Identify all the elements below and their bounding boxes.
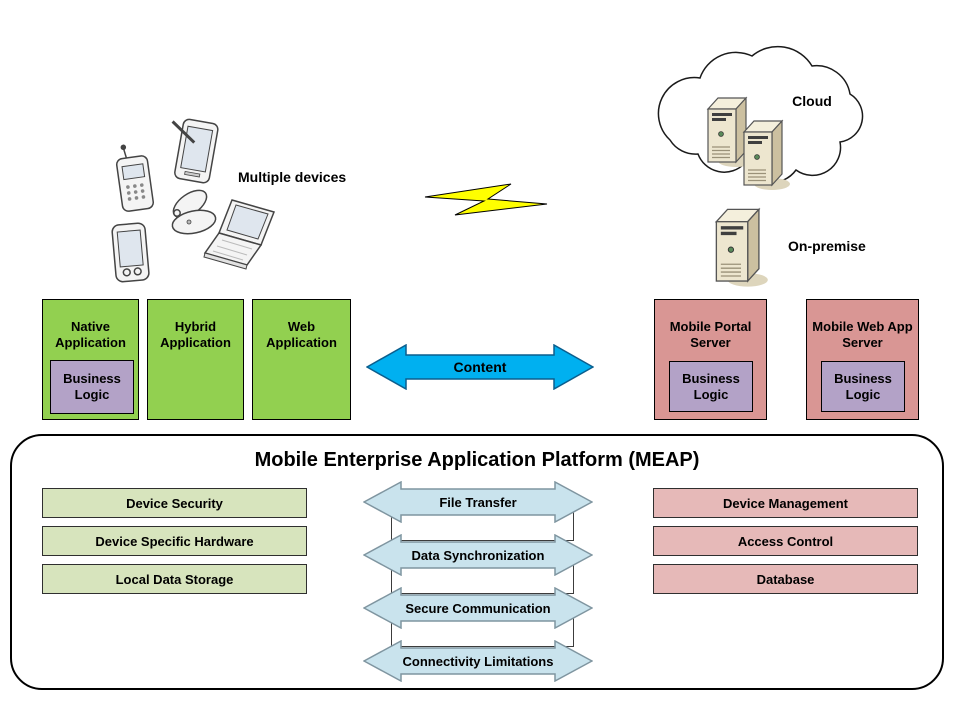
flip-phone-icon — [171, 189, 217, 235]
content-arrow-shape — [366, 344, 594, 390]
web-application-label: Web Application — [266, 319, 337, 351]
hybrid-application-box: Hybrid Application — [147, 299, 244, 420]
channel-arrow-label: Secure Communication — [405, 600, 551, 616]
capability-label: Local Data Storage — [115, 571, 234, 587]
capability-device-management: Device Management — [653, 488, 918, 518]
channel-arrow-label: Data Synchronization — [411, 547, 545, 563]
mobile-portal-server-label: Mobile Portal Server — [669, 319, 752, 351]
onpremise-server-icon — [715, 208, 769, 288]
smartphone-icon — [111, 222, 150, 283]
multiple-devices-illustration — [111, 118, 276, 283]
capability-access-control: Access Control — [653, 526, 918, 556]
business-logic-box: Business Logic — [669, 361, 753, 412]
channel-arrow-label: File Transfer — [439, 494, 517, 510]
content-arrow-label: Content — [453, 359, 507, 375]
capability-device-security: Device Security — [42, 488, 307, 518]
business-logic-label: Business Logic — [834, 370, 892, 402]
business-logic-box: Business Logic — [50, 360, 134, 414]
multiple-devices-label: Multiple devices — [238, 169, 347, 185]
channel-arrow-secure-communication: Secure Communication — [363, 587, 593, 629]
web-application-box: Web Application — [252, 299, 351, 420]
content-arrow: Content — [366, 344, 594, 390]
capability-label: Device Security — [126, 495, 223, 511]
lightning-bolt-icon — [424, 183, 548, 216]
native-application-box: Native Application Business Logic — [42, 299, 139, 420]
cloud-label: Cloud — [792, 93, 832, 109]
channel-arrow-file-transfer: File Transfer — [363, 481, 593, 523]
capability-device-specific-hardware: Device Specific Hardware — [42, 526, 307, 556]
candybar-phone-icon — [115, 144, 155, 212]
channel-arrow-data-synchronization: Data Synchronization — [363, 534, 593, 576]
mobile-portal-server-box: Mobile Portal Server Business Logic — [654, 299, 767, 420]
onpremise-label: On-premise — [788, 238, 866, 254]
capability-label: Device Management — [723, 495, 848, 511]
business-logic-label: Business Logic — [63, 371, 121, 402]
meap-title: Mobile Enterprise Application Platform (… — [254, 449, 700, 471]
hybrid-application-label: Hybrid Application — [160, 319, 231, 351]
capability-label: Device Specific Hardware — [95, 533, 254, 549]
mobile-web-app-server-label: Mobile Web App Server — [812, 319, 913, 351]
channel-arrow-connectivity-limitations: Connectivity Limitations — [363, 640, 593, 682]
business-logic-label: Business Logic — [682, 370, 740, 402]
pda-stylus-icon — [171, 118, 219, 184]
channel-arrow-label: Connectivity Limitations — [402, 653, 554, 669]
laptop-icon — [203, 199, 276, 270]
capability-label: Access Control — [737, 533, 834, 549]
mobile-web-app-server-box: Mobile Web App Server Business Logic — [806, 299, 919, 420]
lightning-bolt-shape — [424, 183, 548, 216]
business-logic-box: Business Logic — [821, 361, 905, 412]
cloud-onpremise-illustration: Cloud On-premise — [657, 45, 866, 288]
capability-local-data-storage: Local Data Storage — [42, 564, 307, 594]
capability-database: Database — [653, 564, 918, 594]
capability-label: Database — [756, 571, 815, 587]
native-application-label: Native Application — [55, 319, 126, 351]
